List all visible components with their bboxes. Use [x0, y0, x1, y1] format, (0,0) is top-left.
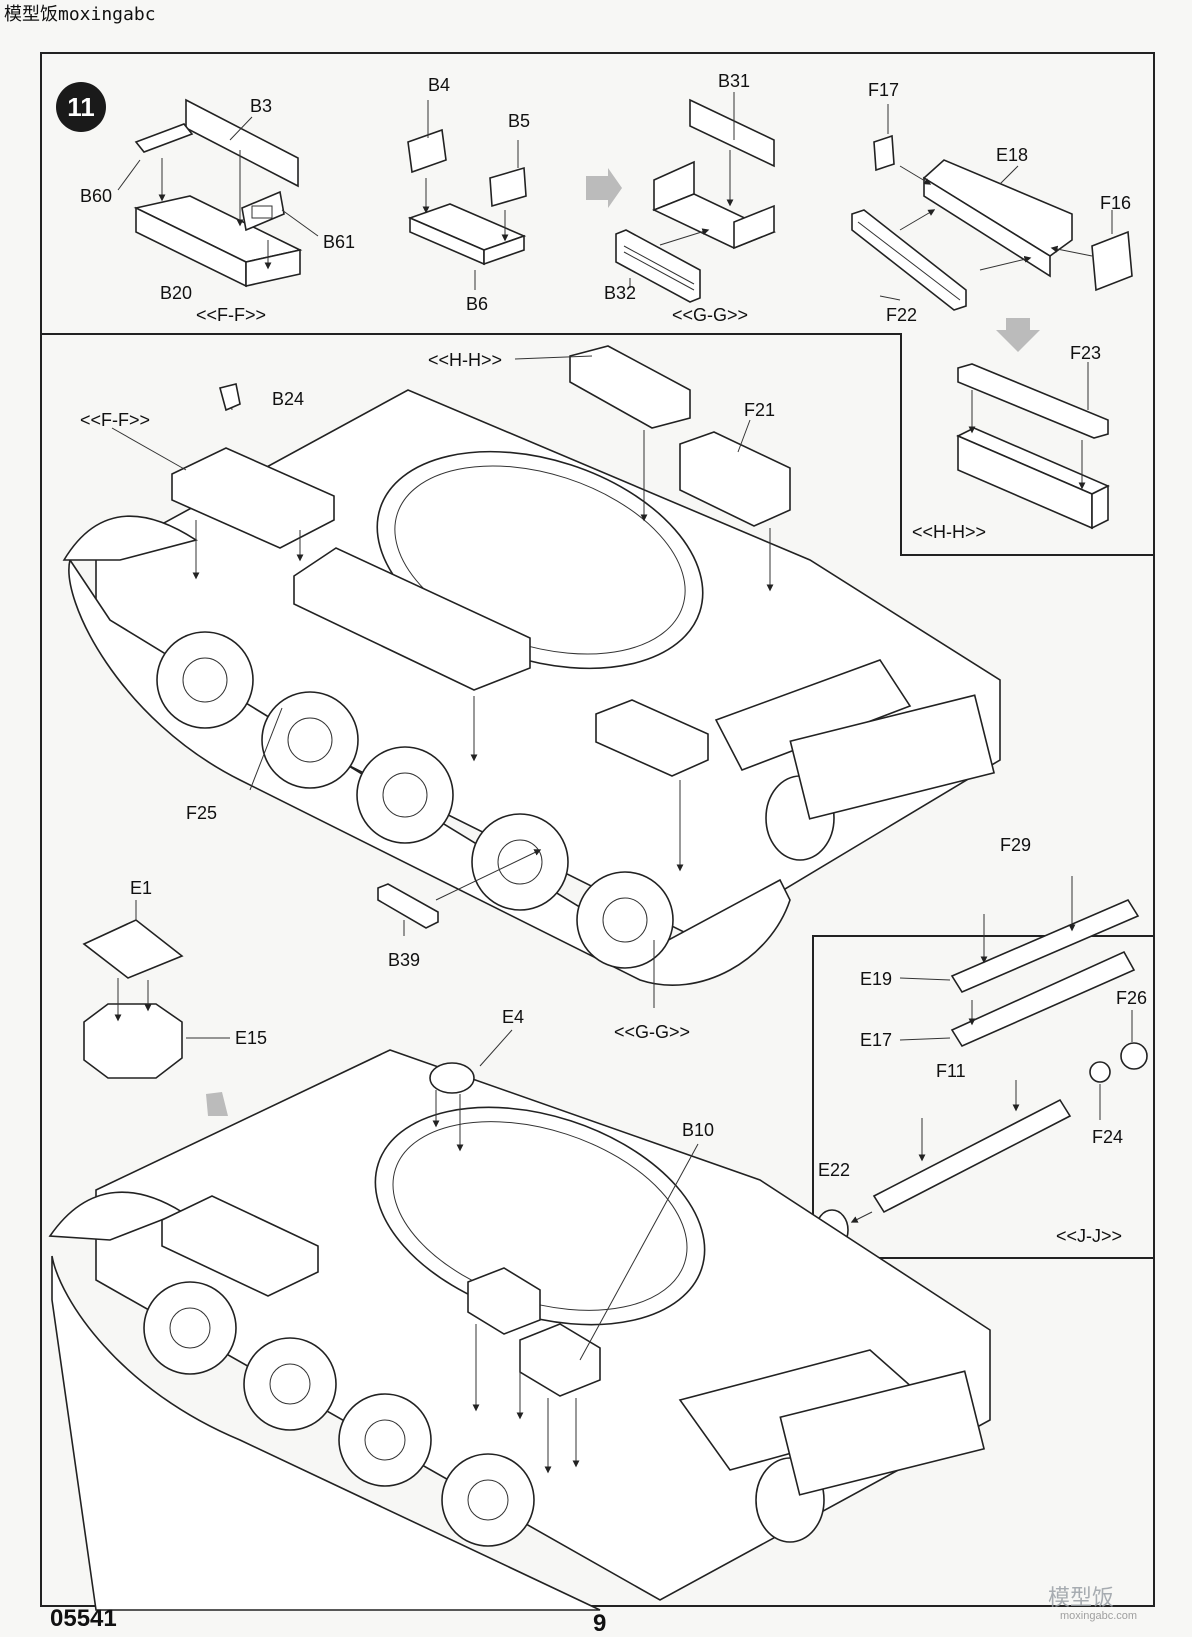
label-b3: B3 — [250, 96, 273, 116]
kit-number: 05541 — [50, 1605, 117, 1632]
e18-subassembly — [851, 104, 1133, 311]
label-f24: F24 — [1092, 1127, 1124, 1147]
label-f25: F25 — [186, 803, 218, 823]
label-f23: F23 — [1070, 343, 1102, 363]
label-hh-main: <<H-H>> — [428, 350, 503, 370]
corner-watermark: 模型饭 moxingabc.com — [1046, 1580, 1176, 1630]
label-e18: E18 — [996, 145, 1029, 165]
hh-panel-bottom-edge — [900, 554, 1155, 556]
step-number-badge: 11 — [56, 82, 106, 132]
label-f21: F21 — [744, 400, 776, 420]
next-stage-arrow — [586, 168, 622, 208]
label-e4: E4 — [502, 1007, 525, 1027]
hh-subassembly — [956, 318, 1110, 530]
top-panel-divider — [40, 333, 902, 335]
label-e1: E1 — [130, 878, 153, 898]
tank-hull-lower — [48, 1029, 991, 1611]
label-f29: F29 — [1000, 835, 1032, 855]
label-b61: B61 — [323, 232, 356, 252]
watermark-cn-text: 模型饭 — [1048, 1586, 1115, 1611]
label-e19: E19 — [860, 969, 893, 989]
label-f26: F26 — [1116, 988, 1148, 1008]
jj-subassembly — [815, 876, 1148, 1251]
label-b39: B39 — [388, 950, 421, 970]
label-b10: B10 — [682, 1120, 715, 1140]
label-f11: F11 — [936, 1061, 966, 1081]
watermark-url-text: moxingabc.com — [1060, 1610, 1138, 1622]
label-f22: F22 — [886, 305, 918, 325]
label-e17: E17 — [860, 1030, 893, 1050]
label-f16: F16 — [1100, 193, 1132, 213]
step-frame — [40, 52, 1155, 1607]
label-b5: B5 — [508, 111, 531, 131]
label-jj: <<J-J>> — [1056, 1226, 1123, 1246]
label-b60: B60 — [80, 186, 113, 206]
ff-subassembly — [117, 98, 319, 288]
gg-subassembly — [615, 92, 776, 303]
label-e15: E15 — [235, 1028, 268, 1048]
label-b32: B32 — [604, 283, 637, 303]
page-number: 9 — [593, 1610, 607, 1637]
label-b6: B6 — [466, 294, 489, 314]
label-b20: B20 — [160, 283, 193, 303]
label-ff-top: <<F-F>> — [196, 305, 267, 325]
tank-hull-upper — [62, 345, 1001, 1008]
label-hh-box: <<H-H>> — [912, 522, 987, 542]
label-gg-main: <<G-G>> — [614, 1022, 691, 1042]
jj-panel-bottom-edge — [812, 1257, 1155, 1259]
b6-subassembly — [407, 100, 527, 290]
label-b24: B24 — [272, 389, 305, 409]
e1-e15-subassembly — [82, 900, 230, 1116]
jj-panel-left-edge — [812, 935, 814, 1258]
step-number: 11 — [67, 91, 95, 122]
label-gg-top: <<G-G>> — [672, 305, 749, 325]
label-f17: F17 — [868, 80, 900, 100]
site-watermark: 模型饭moxingabc — [4, 4, 156, 25]
label-b4: B4 — [428, 75, 451, 95]
label-e22: E22 — [818, 1160, 851, 1180]
hh-panel-left-edge — [900, 333, 902, 555]
label-ff-main: <<F-F>> — [80, 410, 151, 430]
label-b31: B31 — [718, 71, 751, 91]
